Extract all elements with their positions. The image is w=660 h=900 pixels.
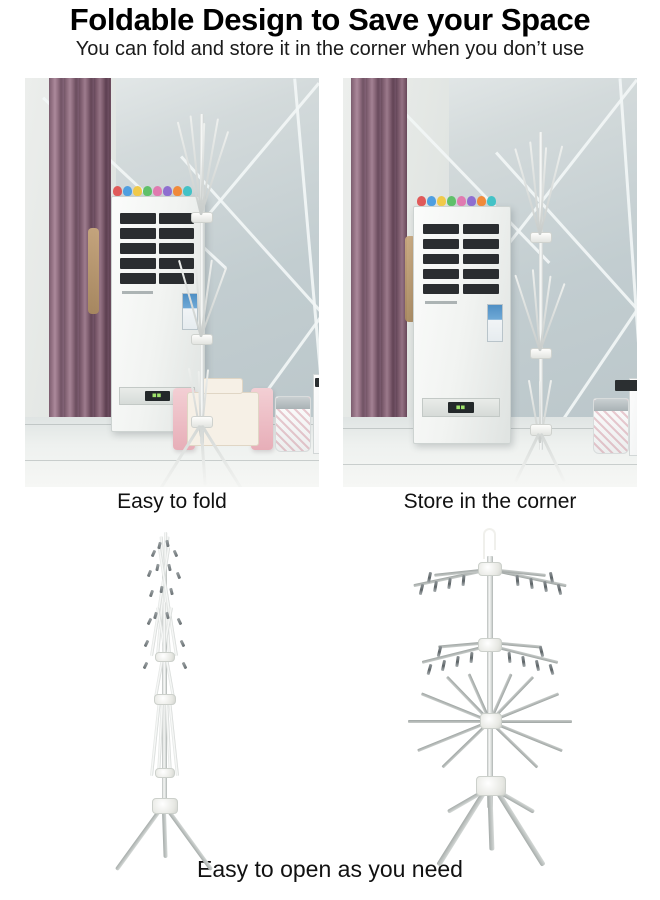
illustration-row bbox=[0, 528, 660, 872]
floor-edge-line bbox=[25, 460, 319, 461]
ac-vent-grille bbox=[422, 223, 500, 295]
ac-energy-label bbox=[486, 303, 504, 342]
clip bbox=[143, 639, 150, 648]
curtain-tieback bbox=[88, 228, 99, 314]
drying-rack-stored bbox=[493, 90, 613, 487]
open-leg bbox=[487, 794, 495, 851]
rack-leg bbox=[539, 432, 567, 483]
clip bbox=[469, 651, 474, 664]
clip bbox=[426, 663, 433, 676]
clip bbox=[146, 617, 153, 626]
open-tier3-arm bbox=[408, 720, 490, 723]
open-hub-tier2 bbox=[478, 638, 502, 652]
folded-hub-top bbox=[155, 652, 175, 662]
photo-store-in-corner: ■■ bbox=[343, 78, 637, 487]
ac-brand-mark bbox=[122, 290, 154, 294]
clip bbox=[447, 577, 452, 590]
ac-display-digits: ■■ bbox=[152, 392, 162, 400]
photo-row: ■■ bbox=[25, 78, 637, 487]
ac-vent-grille bbox=[120, 213, 194, 284]
rack-leg bbox=[513, 432, 541, 483]
open-hub-tier3 bbox=[480, 713, 502, 729]
folded-hub-lower bbox=[155, 768, 175, 778]
clip bbox=[146, 569, 153, 578]
floor-edge-line bbox=[343, 464, 637, 465]
toys-on-ac bbox=[113, 186, 192, 196]
photo-easy-to-fold: ■■ bbox=[25, 78, 319, 487]
open-tier3-arm bbox=[490, 720, 572, 723]
open-center-pole bbox=[487, 556, 493, 808]
clip bbox=[167, 563, 172, 572]
ac-display: ■■ bbox=[144, 390, 170, 402]
clip bbox=[175, 571, 182, 580]
caption-easy-to-open: Easy to open as you need bbox=[197, 856, 463, 882]
clip bbox=[155, 563, 160, 572]
waste-bin bbox=[275, 396, 311, 452]
clip bbox=[181, 661, 188, 670]
clip bbox=[433, 580, 438, 593]
ac-brand-mark bbox=[424, 301, 458, 305]
hanging-hook-icon bbox=[482, 528, 496, 559]
page-title: Foldable Design to Save your Space bbox=[69, 2, 591, 37]
open-hub-tier1 bbox=[478, 562, 502, 576]
ac-control-panel: ■■ bbox=[421, 398, 501, 418]
curtain-tieback bbox=[405, 236, 416, 322]
folded-hub-middle bbox=[154, 694, 176, 705]
cabinet-drawer bbox=[315, 378, 319, 387]
clip bbox=[534, 659, 541, 672]
clip bbox=[172, 549, 179, 558]
illustration-opened-rack bbox=[398, 528, 582, 867]
rack-leg bbox=[158, 424, 202, 487]
clip bbox=[142, 661, 149, 670]
folded-arm-bundle-middle bbox=[163, 602, 166, 698]
folded-leg bbox=[162, 811, 168, 859]
caption-row: Easy to fold Store in the corner bbox=[0, 490, 660, 524]
cabinet bbox=[313, 374, 319, 454]
clip bbox=[179, 639, 186, 648]
bin-rim bbox=[276, 397, 310, 409]
ac-display-digits: ■■ bbox=[456, 404, 466, 412]
cabinet bbox=[629, 378, 637, 456]
ac-display: ■■ bbox=[447, 402, 475, 413]
rack-center-pole bbox=[539, 132, 543, 450]
air-conditioner: ■■ bbox=[111, 196, 205, 432]
clip bbox=[521, 655, 526, 668]
rack-center-pole bbox=[200, 114, 204, 444]
clip bbox=[548, 663, 555, 676]
drying-rack-in-room bbox=[143, 84, 263, 487]
caption-store-in-corner: Store in the corner bbox=[403, 490, 577, 513]
bin-rim bbox=[594, 399, 628, 411]
air-conditioner: ■■ bbox=[413, 206, 511, 444]
caption-easy-to-fold: Easy to fold bbox=[117, 490, 227, 513]
clip bbox=[440, 659, 447, 672]
cabinet-drawer bbox=[615, 380, 637, 391]
page-subtitle: You can fold and store it in the corner … bbox=[75, 38, 585, 60]
clip bbox=[461, 574, 466, 587]
clip bbox=[455, 655, 460, 668]
illustration-folded-rack bbox=[98, 528, 232, 872]
clip bbox=[507, 651, 512, 664]
open-base-hub bbox=[476, 776, 506, 796]
toys-on-ac bbox=[417, 196, 496, 206]
clip bbox=[176, 617, 183, 626]
clip bbox=[148, 589, 155, 598]
rack-leg bbox=[200, 424, 244, 487]
clip bbox=[169, 587, 174, 596]
clip bbox=[150, 549, 157, 558]
waste-bin bbox=[593, 398, 629, 454]
folded-base-hub bbox=[152, 798, 178, 814]
